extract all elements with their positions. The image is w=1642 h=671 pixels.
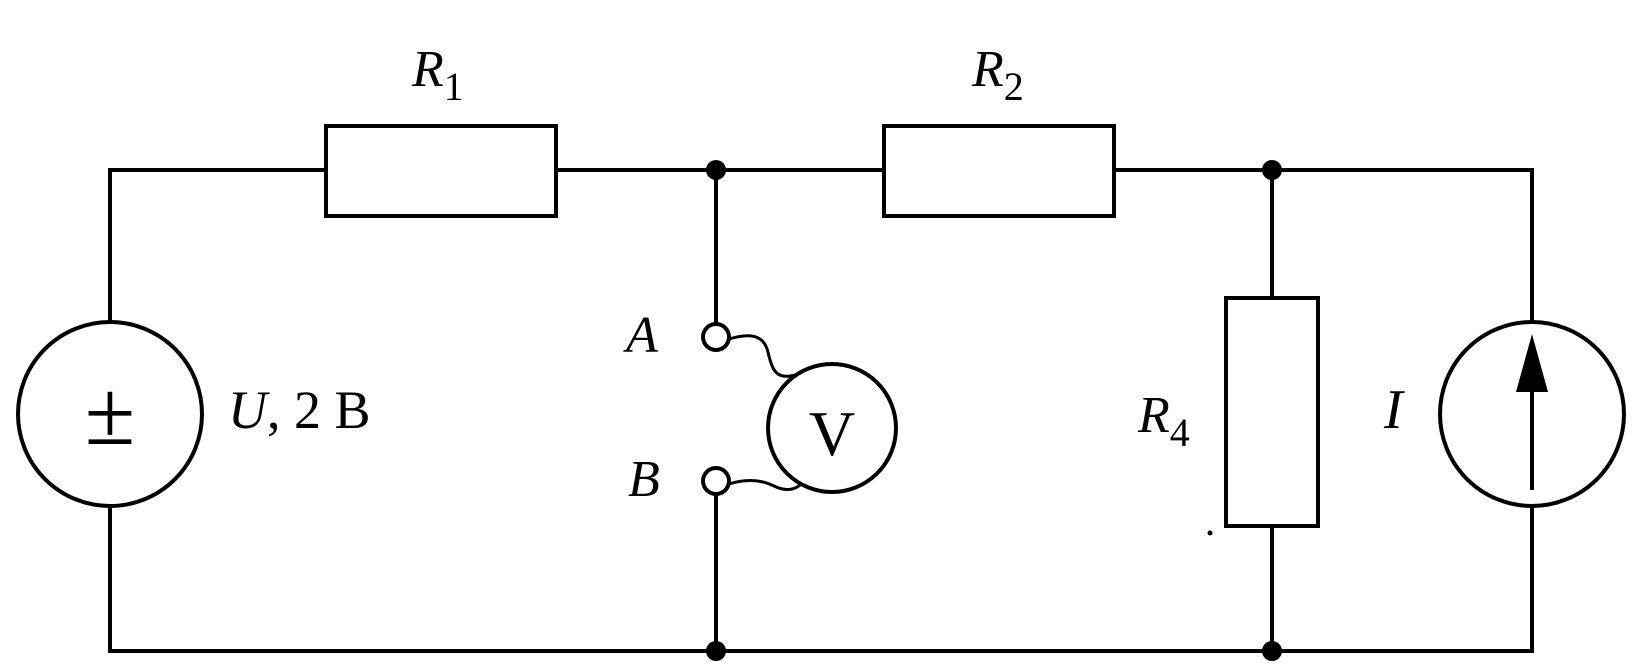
voltmeter-lead-a <box>728 334 797 378</box>
junction-bottom-r4 <box>1262 641 1282 661</box>
junction-top-r4 <box>1262 160 1282 180</box>
voltage-source-symbol: ± <box>85 362 136 464</box>
terminal-b-label: B <box>628 451 660 508</box>
wires <box>108 168 1534 653</box>
voltage-source-label: U, 2 В <box>228 380 371 440</box>
resistor-r4: R4 <box>1137 296 1320 536</box>
resistor-r4-body <box>1224 296 1320 528</box>
resistor-r4-label: R4 <box>1137 387 1190 455</box>
voltmeter-label: V <box>809 398 855 469</box>
junctions <box>706 160 1282 661</box>
resistor-r2-label: R2 <box>971 41 1024 109</box>
terminal-a-label: A <box>623 307 658 364</box>
voltmeter-lead-b <box>728 477 808 492</box>
voltage-source: ± U, 2 В <box>16 320 371 508</box>
terminal-b <box>701 466 731 496</box>
junction-bottom-b <box>706 641 726 661</box>
stray-dot <box>1207 530 1213 536</box>
current-source: I <box>1383 320 1626 508</box>
resistor-r1: R1 <box>324 41 558 218</box>
junction-top-a <box>706 160 726 180</box>
resistor-r1-body <box>324 124 558 218</box>
resistor-r1-label: R1 <box>411 41 464 109</box>
terminals: A B <box>623 307 731 508</box>
voltmeter-circle <box>766 362 898 494</box>
terminal-a <box>701 322 731 352</box>
voltmeter: V <box>728 334 898 494</box>
voltage-source-circle <box>16 320 204 508</box>
current-source-label: I <box>1383 379 1405 441</box>
current-source-arrow-head <box>1516 334 1548 392</box>
resistor-r2: R2 <box>882 41 1116 218</box>
resistor-r2-body <box>882 124 1116 218</box>
